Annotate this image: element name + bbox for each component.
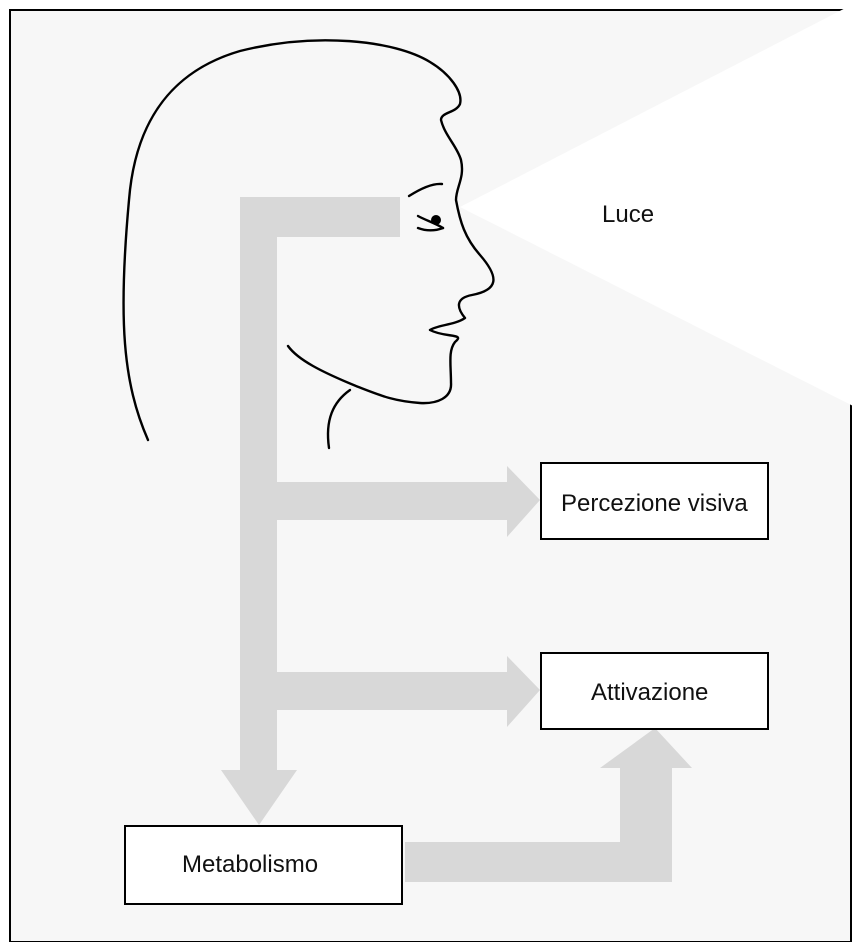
- light-label: Luce: [602, 201, 654, 228]
- eye-icon: [431, 215, 441, 225]
- visual-perception-label: Percezione visiva: [561, 490, 748, 517]
- activation-label: Attivazione: [591, 679, 708, 706]
- metabolism-label: Metabolismo: [182, 851, 318, 878]
